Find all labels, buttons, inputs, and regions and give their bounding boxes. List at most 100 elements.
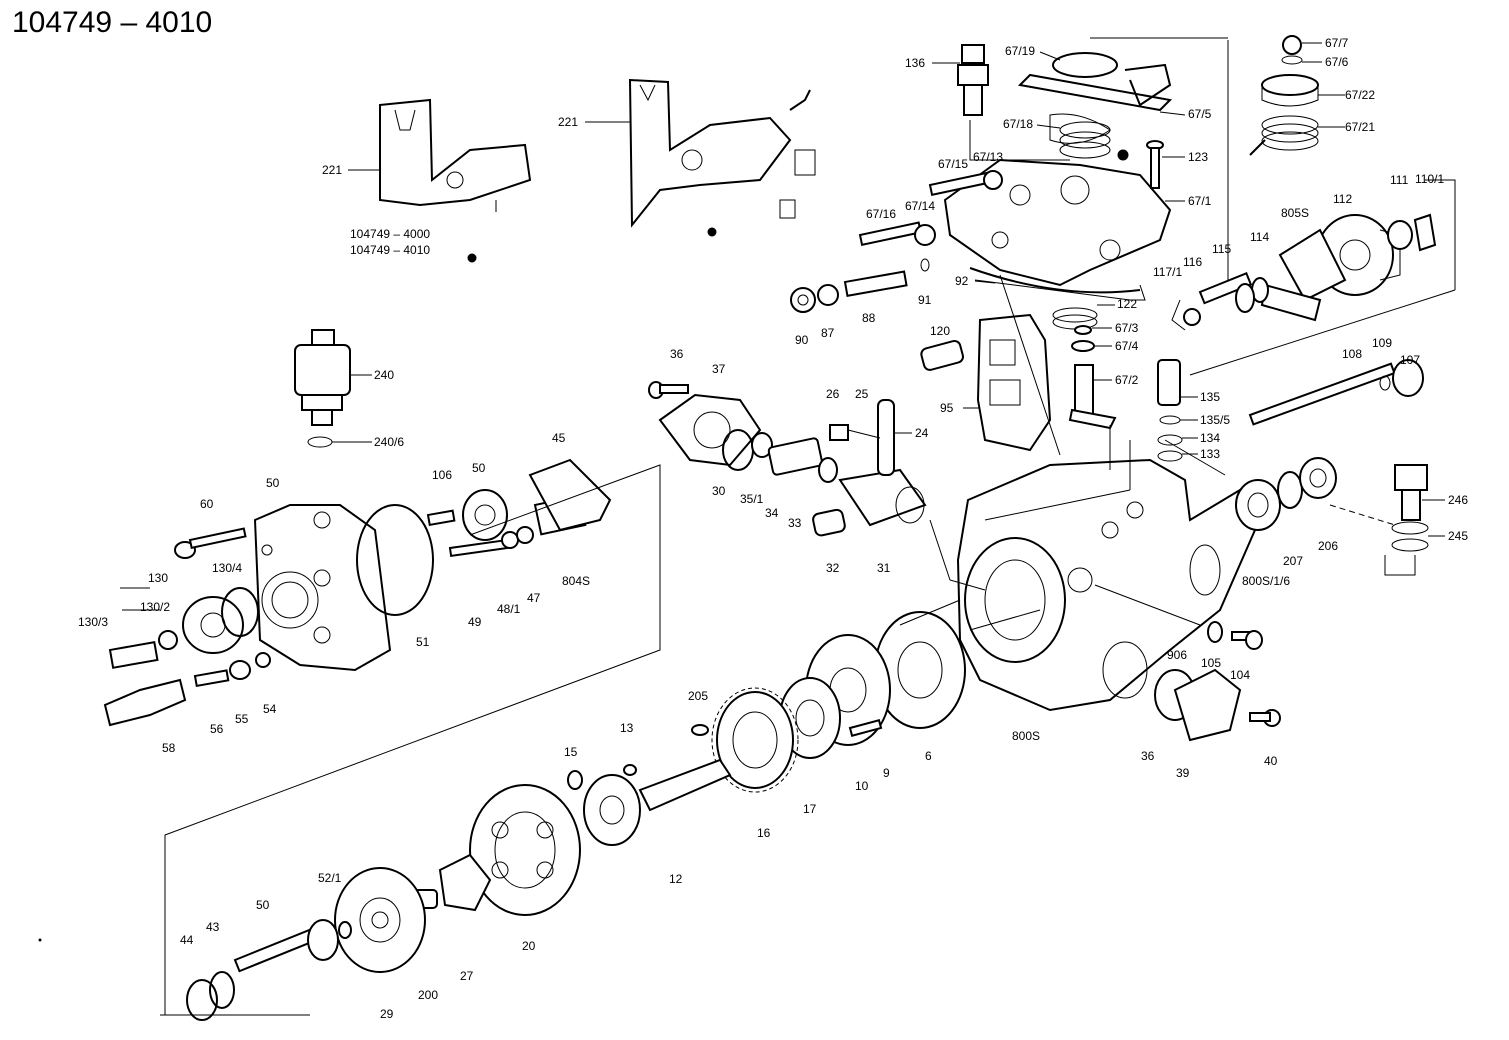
part-label: 105 [1201,656,1221,670]
part-label: 25 [855,387,869,401]
part-label: 240 [374,368,394,382]
part-label: 67/1 [1188,194,1212,208]
part-label: 123 [1188,150,1208,164]
lower-head-fittings [103,652,271,727]
part-label: 67/5 [1188,107,1212,121]
part-label: 26 [826,387,840,401]
part-label: 50 [266,476,280,490]
part-label: 90 [795,333,809,347]
bracket-221-right [628,78,816,237]
part-label: 107 [1400,353,1420,367]
part-label: 39 [1176,766,1190,780]
part-label: 33 [788,516,802,530]
part-label: 67/22 [1345,88,1375,102]
part-label: 115 [1212,242,1231,256]
part-label: 130/3 [78,615,108,629]
part-label: 110/1 [1415,172,1444,186]
part-label: 67/16 [866,207,896,221]
plates-6-9-17 [779,611,966,759]
part-label: 67/3 [1115,321,1139,335]
part-label: 45 [552,431,566,445]
part-labels: 221 221 136 67/19 67/7 67/6 67/22 67/5 6… [78,36,1468,1021]
part-label: 134 [1200,431,1220,445]
part-label: 136 [905,56,925,70]
governor-lever-95 [976,313,1052,452]
diagram-title: 104749 – 4010 [12,6,212,39]
part-label: 29 [380,1007,394,1021]
part-label: 117/1 [1153,265,1182,279]
part-label: 240/6 [374,435,404,449]
part-label: 130 [148,571,168,585]
part-label: 10 [855,779,869,793]
part-label: 47 [527,591,541,605]
part-label: 111 [1390,173,1409,187]
part-label: 116 [1183,255,1202,269]
bolt-246-assembly [1391,464,1429,552]
governor-cover-housing [943,113,1172,301]
part-label: 52/1 [318,871,342,885]
part-label: 67/2 [1115,373,1139,387]
stray-dot [38,938,42,942]
pump-housing-800S [956,458,1257,712]
timer-piston-group [812,399,927,537]
side-cover-39 [1154,668,1281,742]
part-label: 67/15 [938,157,968,171]
part-label: 135/5 [1200,413,1230,427]
part-label: 67/14 [905,199,935,213]
governor-lever-plate [1017,52,1173,112]
part-label: 133 [1200,447,1220,461]
part-label: 13 [620,721,634,735]
cap-nut-and-spring-group [426,458,612,558]
part-label: 17 [803,802,817,816]
part-label: 40 [1264,754,1278,768]
part-label: 112 [1333,192,1352,206]
shutoff-small-parts [1052,307,1098,352]
part-label: 37 [712,362,726,376]
part-label: 56 [210,722,224,736]
gear-16 [711,687,799,793]
part-label: 200 [418,988,438,1002]
part-label: 20 [522,939,536,953]
center-dot-mark [1117,149,1129,161]
governor-shaft-parts [1171,271,1269,331]
part-label: 108 [1342,347,1362,361]
bracket-221-left [379,98,532,263]
valve-135 [1157,359,1183,462]
part-label: 27 [460,969,474,983]
part-drawings [103,35,1456,1021]
part-label: 16 [757,826,771,840]
part-label: 91 [918,293,932,307]
part-label: 48/1 [497,602,521,616]
part-label: 120 [930,324,950,338]
lever-shaft-67-2 [1068,364,1117,430]
bolt-136 [957,44,989,116]
part-label: 130/4 [212,561,242,575]
part-label: 92 [955,274,969,288]
part-label: 43 [206,920,220,934]
part-label: 122 [1117,297,1137,311]
part-label: 35/1 [740,492,764,506]
part-label: 36 [1141,749,1155,763]
part-label: 32 [826,561,840,575]
part-label: 805S [1281,206,1309,220]
variant-label-4000: 104749 – 4000 [350,227,430,241]
part-label: 67/7 [1325,36,1349,50]
part-label: 245 [1448,529,1468,543]
governor-adjustment-screws [858,170,1003,246]
part-label: 44 [180,933,194,947]
delivery-valve-240 [294,329,351,448]
part-label: 135 [1200,390,1220,404]
part-label: 67/18 [1003,117,1033,131]
part-label: 31 [877,561,891,575]
hydraulic-head-50 [253,504,392,672]
part-label: 906 [1167,648,1187,662]
part-label: 67/19 [1005,44,1035,58]
part-label: 67/21 [1345,120,1375,134]
part-label: 50 [472,461,486,475]
part-label: 36 [670,347,684,361]
part-label: 246 [1448,493,1468,507]
part-label: 67/6 [1325,55,1349,69]
part-label: 104 [1230,668,1250,682]
part-label: 221 [558,115,578,129]
screw-123 [1146,140,1164,189]
